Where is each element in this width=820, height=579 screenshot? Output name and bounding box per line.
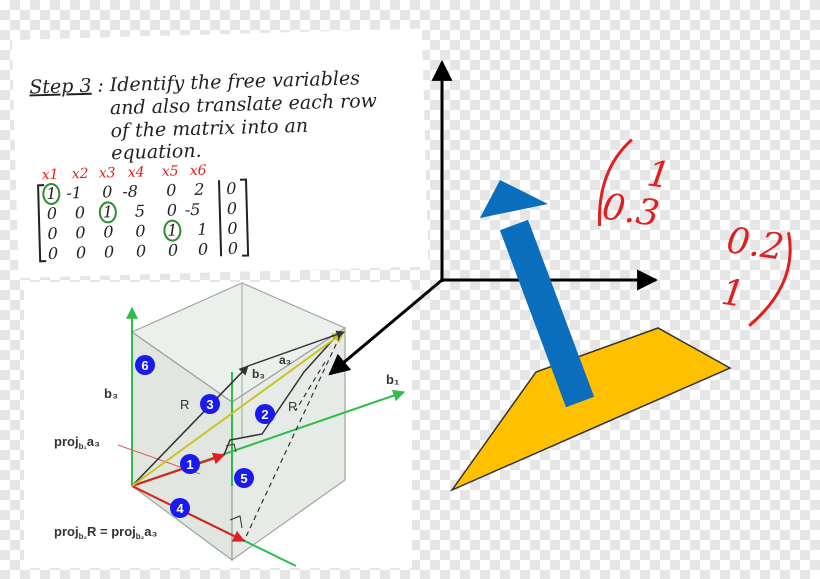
step-line-3: of the matrix into an	[110, 115, 308, 143]
r-right-label: R	[288, 399, 297, 414]
matrix-entry-12: 0.2	[724, 220, 786, 269]
cell-r2-c7: 0	[227, 199, 238, 218]
matrix-left-bracket	[37, 184, 47, 263]
pivot-circle-r2	[98, 201, 117, 224]
cell-r1-c6: 2	[193, 180, 205, 199]
matrix-entry-11: 1	[644, 153, 672, 197]
yellow-plane	[449, 327, 732, 492]
badge-5: 5	[234, 468, 254, 488]
right-angle-mark-1	[229, 515, 243, 529]
proj-a3-label: projb₁a₃	[54, 434, 100, 451]
matrix-right-bracket	[239, 178, 250, 257]
cell-r4-c7: 0	[228, 239, 239, 258]
dashed-drop-2	[295, 361, 326, 411]
cell-r3-c5: 1	[167, 220, 178, 239]
step-text: Step 3 : Identify the free variables and…	[29, 67, 377, 165]
badge-6: 6	[135, 355, 155, 375]
right-angle-mark-2	[225, 443, 237, 453]
cell-r3-c2: 0	[75, 223, 86, 242]
svg-text:5: 5	[240, 471, 247, 486]
step-label: Step 3	[29, 75, 92, 99]
badge-4: 4	[170, 498, 190, 518]
cell-r2-c4: 5	[135, 201, 146, 220]
cell-r1-c3: 0	[102, 182, 113, 201]
cell-r2-c2: 0	[75, 203, 86, 222]
cell-r3-c7: 0	[227, 219, 238, 238]
proj-equation-label: projb₂R = projb₂a₃	[54, 524, 157, 541]
badge-1: 1	[180, 454, 200, 474]
augment-divider	[217, 180, 223, 257]
column-header-x5: x5	[162, 163, 179, 179]
svg-text:1: 1	[186, 457, 193, 472]
projection-figure: 6 3 2 1 5 4 b₃ b₃ a₃ b₁ R R projb₁a₃ pro…	[54, 282, 406, 567]
svg-text:4: 4	[176, 501, 184, 516]
augmented-matrix: x1 x2 x3 x4 x5 x6 1 -1 0 -8 0 2 0 0 0 1 …	[37, 163, 250, 263]
pivot-circle-r1	[42, 182, 61, 205]
r-left-label: R	[180, 397, 189, 412]
cell-r4-c2: 0	[76, 243, 87, 262]
column-header-x2: x2	[72, 166, 89, 182]
cell-r4-c6: 0	[198, 240, 209, 259]
column-header-x6: x6	[190, 163, 207, 179]
badge-3: 3	[200, 394, 220, 414]
proj-b1-vector	[131, 452, 226, 487]
step-line-4: equation.	[111, 140, 202, 165]
cell-r4-c3: 0	[104, 242, 115, 261]
cell-r1-c7: 0	[226, 179, 237, 198]
b3-inner-label: b₃	[252, 367, 265, 381]
pivot-circle-r3	[163, 219, 182, 242]
svg-text:3: 3	[206, 397, 213, 412]
column-header-x3: x3	[99, 165, 116, 181]
cell-r1-c2: -1	[66, 183, 82, 202]
normal-vector-arrow	[480, 180, 595, 408]
matrix-entry-21: 0.3	[599, 186, 661, 235]
cell-r4-c5: 0	[168, 240, 179, 259]
cell-r4-c4: 0	[136, 241, 147, 260]
cell-r3-c4: 0	[135, 221, 146, 240]
matrix-2x2: 1 0.2 0.3 1	[598, 138, 792, 327]
cell-r1-c1: 1	[46, 184, 57, 203]
b3-axis-label: b₃	[104, 386, 118, 401]
column-header-x1: x1	[42, 167, 59, 183]
diagonal-axis	[328, 278, 443, 376]
cell-r2-c6: -5	[185, 200, 201, 219]
cell-r2-c1: 0	[47, 204, 58, 223]
column-header-x4: x4	[128, 164, 145, 180]
r-vector-left	[131, 365, 249, 487]
dashed-drop-1	[243, 335, 341, 542]
matrix-right-paren	[748, 232, 792, 327]
matrix-entry-22: 1	[719, 272, 747, 316]
svg-text:2: 2	[261, 407, 268, 422]
b1-axis-label: b₁	[386, 372, 399, 387]
cell-r4-c1: 0	[48, 244, 59, 263]
cell-r2-c3: 1	[103, 202, 114, 221]
svg-text:6: 6	[141, 358, 148, 373]
cell-r1-c4: -8	[122, 182, 138, 201]
cell-r3-c6: 1	[197, 220, 208, 239]
cell-r1-c5: 0	[166, 180, 177, 199]
a3-label: a₃	[279, 353, 291, 367]
a3-top-edge	[247, 330, 345, 367]
matrix-left-paren	[598, 138, 633, 227]
badge-2: 2	[255, 404, 275, 424]
a3-vector	[131, 331, 345, 487]
cell-r3-c3: 0	[103, 222, 114, 241]
cell-r3-c1: 0	[47, 224, 58, 243]
cell-r2-c5: 0	[167, 200, 178, 219]
